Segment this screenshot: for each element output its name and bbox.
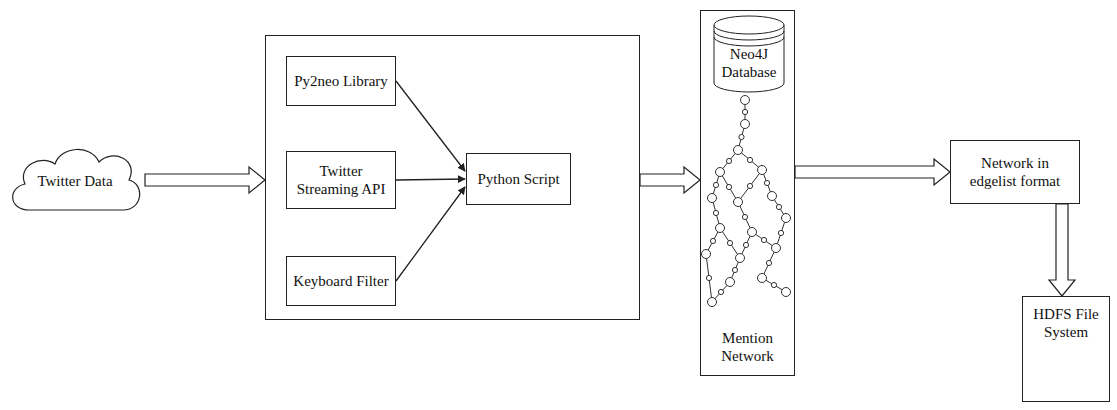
node-label: Keyboard Filter: [293, 272, 388, 290]
edge-group: [145, 81, 1075, 296]
node-label: Neo4J Database: [717, 45, 781, 81]
node-label: HDFS File System: [1029, 305, 1103, 341]
node-label: Twitter Streaming API: [293, 162, 389, 198]
node-label: Network in edgelist format: [957, 154, 1073, 190]
process-box: Keyboard Filter: [286, 256, 396, 306]
output-box: Network in edgelist format: [950, 140, 1080, 204]
process-box: Py2neo Library: [286, 56, 396, 106]
arrow-line: [396, 179, 465, 180]
node-label: Mention Network: [707, 329, 788, 365]
process-box: Twitter Streaming API: [286, 151, 396, 209]
process-box: Python Script: [466, 153, 571, 205]
node-label: Twitter Data: [37, 172, 112, 190]
cloud-source: Twitter Data: [5, 138, 145, 222]
arrow-line: [396, 187, 465, 281]
node-label: Python Script: [477, 170, 559, 188]
block-arrow: [1049, 204, 1075, 296]
database-panel: Mention Network Neo4J Database: [700, 10, 795, 376]
node-label: Py2neo Library: [294, 72, 388, 90]
storage-box: HDFS File System: [1022, 296, 1110, 402]
mention-network-graph: [702, 96, 791, 307]
block-arrow: [795, 159, 950, 185]
group-box: Py2neo LibraryTwitter Streaming API Keybo…: [265, 35, 640, 320]
database-cylinder: Neo4J Database: [713, 15, 785, 93]
arrow-line: [396, 81, 465, 171]
block-arrow: [145, 167, 265, 193]
block-arrow: [640, 167, 700, 193]
